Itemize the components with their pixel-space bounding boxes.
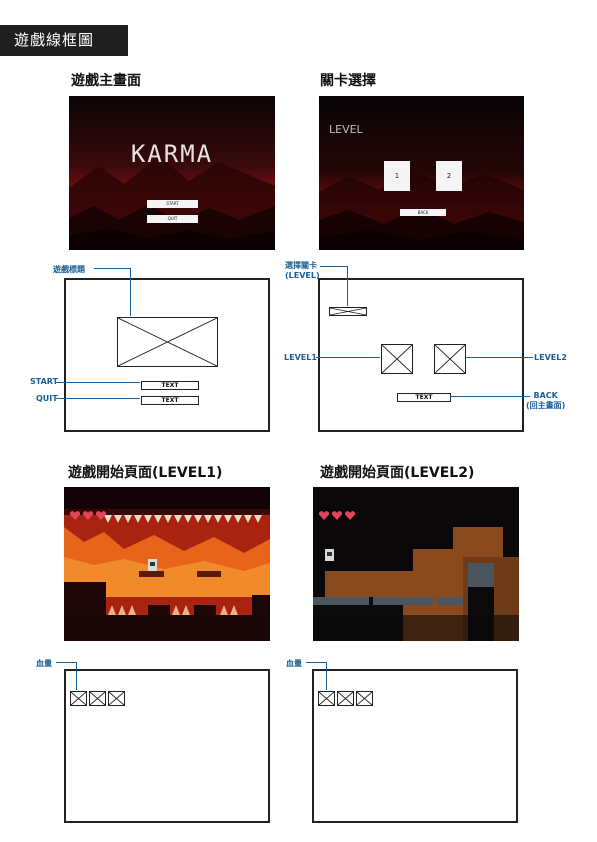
- level1-tile[interactable]: 1: [384, 161, 410, 191]
- wire-back-button: TEXT: [397, 393, 451, 402]
- health-placeholder: [89, 691, 106, 706]
- heart-icon: [332, 511, 342, 520]
- callout-select-level-line: [320, 266, 348, 267]
- heart-icon: [70, 511, 80, 520]
- level1-heading: 遊戲開始頁面(LEVEL1): [68, 465, 223, 481]
- callout-back-line1: BACK: [533, 391, 558, 400]
- level-select-wireframe: TEXT: [318, 278, 524, 432]
- wire-start-button: TEXT: [141, 381, 199, 390]
- health-placeholder: [337, 691, 354, 706]
- callout-select-level-drop: [347, 266, 348, 306]
- callout-level2-line: [465, 357, 533, 358]
- callout-title-label: 遊戲標題: [53, 265, 85, 274]
- heart-icon: [319, 511, 329, 520]
- main-menu-screenshot: KARMA START QUIT: [69, 96, 275, 250]
- callout-health-drop-l2: [326, 662, 327, 690]
- callout-quit-line: [56, 398, 140, 399]
- callout-health-label-l1: 血量: [36, 659, 52, 668]
- health-placeholder: [70, 691, 87, 706]
- level2-game-scene: [313, 487, 519, 641]
- level2-wireframe: [312, 669, 518, 823]
- health-placeholder: [356, 691, 373, 706]
- level2-placeholder: [434, 344, 466, 374]
- health-placeholders: [70, 691, 125, 706]
- heart-icon: [345, 511, 355, 520]
- callout-select-level-line1: 選擇關卡: [285, 261, 317, 270]
- main-menu-wireframe: TEXT TEXT: [64, 278, 270, 432]
- callout-back-label: BACK (回主畫面): [526, 391, 565, 411]
- callout-start-line: [56, 382, 140, 383]
- title-placeholder: [117, 317, 218, 367]
- callout-start-label: START: [30, 377, 59, 386]
- health-placeholder: [108, 691, 125, 706]
- start-button[interactable]: START: [147, 200, 198, 208]
- callout-back-line2: (回主畫面): [526, 401, 566, 410]
- callout-title-drop: [130, 268, 131, 316]
- level1-game-scene: [64, 487, 270, 641]
- callout-health-label-l2: 血量: [286, 659, 302, 668]
- heart-icon: [96, 511, 106, 520]
- level-select-screenshot: LEVEL 1 2 BACK: [319, 96, 524, 250]
- callout-select-level-line2: (LEVEL): [285, 271, 320, 280]
- wire-quit-button: TEXT: [141, 396, 199, 405]
- level1-hearts: [70, 511, 106, 520]
- callout-level1-label: LEVEL1: [284, 353, 317, 362]
- level1-screenshot: [64, 487, 270, 641]
- level-select-background: [319, 96, 524, 250]
- level2-tile[interactable]: 2: [436, 161, 462, 191]
- callout-health-line-l2: [306, 662, 327, 663]
- game-logo: KARMA: [130, 140, 214, 168]
- callout-health-line-l1: [56, 662, 77, 663]
- document-title: 遊戲線框圖: [0, 25, 128, 56]
- level2-heading: 遊戲開始頁面(LEVEL2): [320, 465, 475, 481]
- level-screen-title: LEVEL: [329, 123, 363, 136]
- callout-level1-line: [316, 357, 380, 358]
- level-select-heading: 關卡選擇: [320, 73, 376, 89]
- main-menu-heading: 遊戲主畫面: [71, 73, 141, 89]
- heart-icon: [83, 511, 93, 520]
- callout-title-line: [94, 268, 131, 269]
- health-placeholder: [318, 691, 335, 706]
- callout-back-line: [450, 396, 530, 397]
- back-button[interactable]: BACK: [400, 209, 446, 216]
- level1-placeholder: [381, 344, 413, 374]
- quit-button[interactable]: QUIT: [147, 215, 198, 223]
- level2-screenshot: [313, 487, 519, 641]
- main-menu-background: [69, 96, 275, 250]
- callout-quit-label: QUIT: [36, 394, 58, 403]
- level-title-placeholder: [329, 307, 367, 316]
- callout-health-drop-l1: [76, 662, 77, 690]
- callout-select-level-label: 選擇關卡 (LEVEL): [285, 261, 320, 281]
- level1-wireframe: [64, 669, 270, 823]
- health-placeholders: [318, 691, 373, 706]
- callout-level2-label: LEVEL2: [534, 353, 567, 362]
- level2-hearts: [319, 511, 355, 520]
